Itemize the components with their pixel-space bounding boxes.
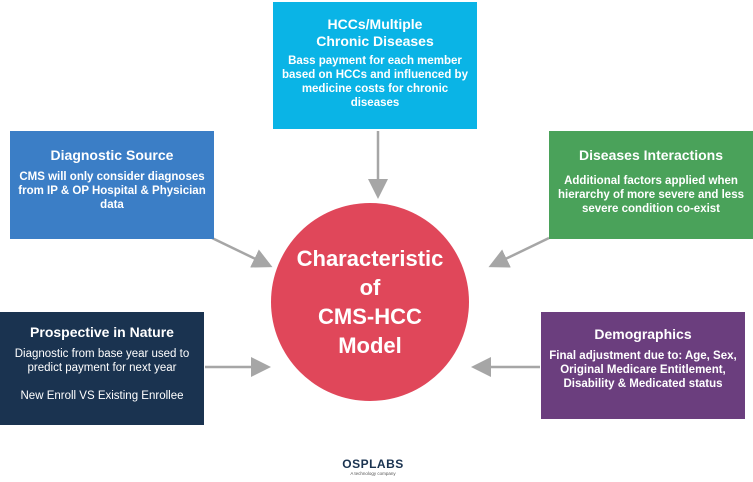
hcc-title-line1: HCCs/Multiple bbox=[327, 16, 423, 32]
center-title-line1: Characteristic of bbox=[296, 246, 444, 300]
diagnostic-source-box: Diagnostic Source CMS will only consider… bbox=[10, 131, 214, 239]
center-circle: Characteristic of CMS-HCC Model bbox=[271, 203, 469, 401]
arrow-diagnostic bbox=[211, 236, 273, 268]
diseases-interactions-title: Diseases Interactions bbox=[579, 147, 723, 163]
prospective-body-2: New Enroll VS Existing Enrollee bbox=[20, 390, 184, 402]
prospective-body: Diagnostic from base year used to predic… bbox=[14, 348, 190, 374]
hcc-body: Bass payment for each member based on HC… bbox=[282, 55, 468, 109]
center-title-line3: Model bbox=[338, 333, 402, 358]
logo-name: OSPLABS bbox=[342, 457, 404, 471]
demographics-body: Final adjustment due to: Age, Sex, Origi… bbox=[549, 350, 737, 390]
center-title: Characteristic of CMS-HCC Model bbox=[285, 244, 455, 360]
diagnostic-source-body: CMS will only consider diagnoses from IP… bbox=[18, 171, 206, 211]
logo-tagline: A technology company bbox=[350, 471, 396, 476]
hcc-box: HCCs/Multiple Chronic Diseases Bass paym… bbox=[273, 2, 477, 129]
diagnostic-source-title: Diagnostic Source bbox=[50, 147, 174, 163]
prospective-title: Prospective in Nature bbox=[30, 324, 174, 340]
center-title-line2: CMS-HCC bbox=[318, 304, 422, 329]
demographics-title: Demographics bbox=[594, 326, 692, 342]
hcc-title: HCCs/Multiple Chronic Diseases bbox=[279, 16, 471, 50]
demographics-box: Demographics Final adjustment due to: Ag… bbox=[541, 312, 745, 419]
arrow-diseases bbox=[488, 236, 550, 268]
prospective-box: Prospective in Nature Diagnostic from ba… bbox=[0, 312, 204, 425]
diseases-interactions-body: Additional factors applied when hierarch… bbox=[557, 175, 744, 215]
diseases-interactions-box: Diseases Interactions Additional factors… bbox=[549, 131, 753, 239]
hcc-title-line2: Chronic Diseases bbox=[316, 33, 434, 49]
osplabs-logo: OSPLABS A technology company bbox=[333, 458, 413, 477]
